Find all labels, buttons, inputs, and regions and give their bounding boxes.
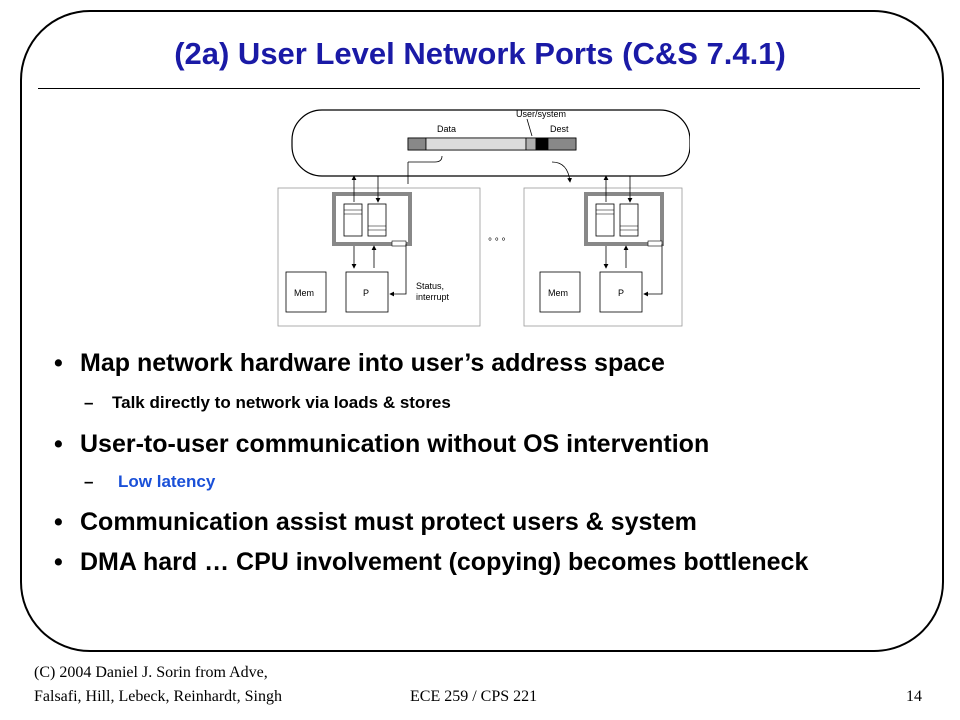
bullet-item: • Communication assist must protect user… xyxy=(54,507,914,537)
bullet-item: • User-to-user communication without OS … xyxy=(54,429,914,459)
bullet-text: Communication assist must protect users … xyxy=(80,508,697,536)
dest-label: Dest xyxy=(550,124,569,134)
slide-frame xyxy=(20,10,944,652)
bullet-marker: • xyxy=(54,430,63,458)
bullet-marker: • xyxy=(54,548,63,576)
mem-label-right: Mem xyxy=(548,288,568,298)
status-label-2: interrupt xyxy=(416,292,450,302)
page-number: 14 xyxy=(906,688,922,705)
dash-marker: – xyxy=(84,472,94,491)
bullet-item: • Map network hardware into user’s addre… xyxy=(54,348,914,378)
p-label-right: P xyxy=(618,288,624,298)
mem-label-left: Mem xyxy=(294,288,314,298)
data-label: Data xyxy=(437,124,456,134)
footer-course: ECE 259 / CPS 221 xyxy=(410,688,538,705)
title-divider xyxy=(38,88,920,89)
p-label-left: P xyxy=(363,288,369,298)
user-system-label: User/system xyxy=(516,109,566,119)
bullet-text: DMA hard … CPU involvement (copying) bec… xyxy=(80,548,809,576)
status-label-1: Status, xyxy=(416,281,444,291)
left-node: Mem P Status, interrupt xyxy=(277,175,481,327)
bullet-marker: • xyxy=(54,349,63,377)
ellipsis: ° ° ° xyxy=(488,237,506,248)
dash-marker: – xyxy=(84,393,94,412)
bullet-text: Map network hardware into user’s address… xyxy=(80,349,665,377)
bullet-list: • Map network hardware into user’s addre… xyxy=(54,346,914,577)
right-node: Mem P xyxy=(523,175,683,327)
slide-title: (2a) User Level Network Ports (C&S 7.4.1… xyxy=(174,36,786,71)
bullet-marker: • xyxy=(54,508,63,536)
sub-bullet-item: – Low latency xyxy=(84,471,914,493)
footer-credit-line2: Falsafi, Hill, Lebeck, Reinhardt, Singh xyxy=(34,688,282,705)
network-diagram: User/system Data Dest Mem P Status, inte… xyxy=(277,109,690,327)
sub-bullet-text: Low latency xyxy=(118,472,216,491)
bullet-text: User-to-user communication without OS in… xyxy=(80,430,710,458)
sub-bullet-item: – Talk directly to network via loads & s… xyxy=(84,392,914,414)
sub-bullet-text: Talk directly to network via loads & sto… xyxy=(112,393,451,412)
network-pill xyxy=(291,109,690,177)
bullet-item: • DMA hard … CPU involvement (copying) b… xyxy=(54,547,914,577)
footer-credit-line1: (C) 2004 Daniel J. Sorin from Adve, xyxy=(34,664,268,681)
